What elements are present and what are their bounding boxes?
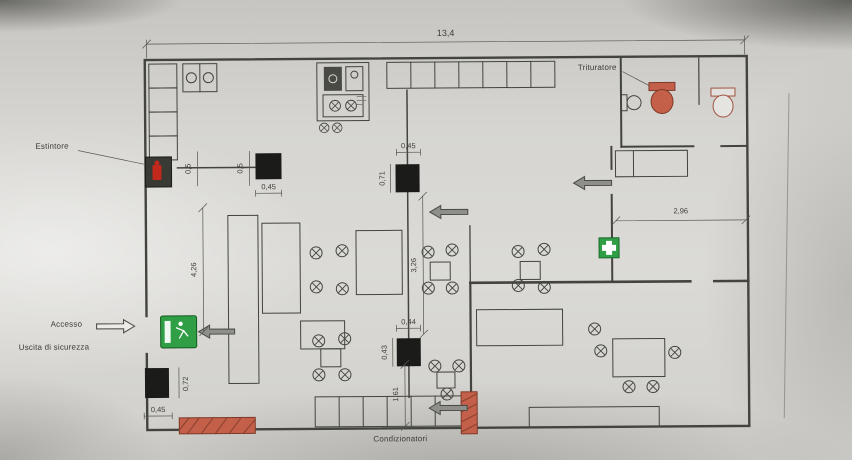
door-marker — [255, 153, 282, 180]
dim-326: 3,26 — [409, 258, 418, 273]
dim-045-top-left: 0,45 — [261, 182, 276, 191]
dimensions — [142, 35, 790, 431]
label-uscita-di-sicurezza: Uscita di sicurezza — [19, 342, 90, 351]
right-room-counter — [614, 149, 689, 178]
dim-161: 1,61 — [391, 387, 400, 402]
chair-icon — [646, 380, 660, 394]
burner-icon — [318, 122, 330, 134]
dim-072: 0,72 — [181, 376, 190, 391]
chair-icon — [537, 242, 551, 256]
furniture — [148, 60, 689, 428]
burner-icon — [345, 99, 357, 112]
chair-icon — [511, 244, 525, 259]
first-aid-icon — [598, 237, 620, 259]
cabinet — [148, 135, 178, 161]
door-marker — [144, 367, 170, 399]
door-markers — [144, 153, 421, 399]
chair-icon — [594, 344, 608, 358]
photo-edge-line — [783, 93, 790, 419]
chair-icon — [309, 246, 323, 260]
access-arrow-icon — [96, 318, 136, 334]
chair-icon — [338, 368, 352, 382]
toilet-icon — [648, 81, 676, 114]
wall-lower-vertical — [469, 281, 473, 393]
arrows — [96, 175, 613, 416]
chair-icon — [421, 281, 435, 295]
toilet-icon — [710, 87, 736, 118]
small-table — [429, 261, 451, 281]
bottom-shelf-row — [314, 395, 464, 428]
direction-arrow-icon — [572, 175, 613, 191]
dim-overall-width: 13,4 — [437, 28, 455, 38]
chair-icon — [445, 281, 459, 295]
burner-icon — [329, 99, 341, 112]
desk — [475, 308, 564, 347]
top-shelf-row — [386, 60, 556, 89]
small-table — [320, 348, 342, 368]
wall-center-upper — [406, 89, 409, 166]
dim-05-b: 0,5 — [235, 163, 244, 174]
air-conditioner-unit — [178, 416, 257, 435]
chair-icon — [421, 245, 435, 259]
wall-top-left — [176, 166, 257, 169]
wall-lower-horizontal-a — [468, 279, 692, 285]
bathroom-wall-bottom-a — [620, 145, 695, 148]
kitchen-block — [316, 62, 370, 134]
door-marker — [396, 338, 421, 367]
dim-426: 4,26 — [189, 262, 198, 277]
chair-icon — [312, 334, 326, 348]
chair-icon — [440, 387, 454, 401]
dim-045-center: 0,45 — [401, 141, 416, 150]
label-trituratore: Trituratore — [578, 63, 617, 72]
outer-wall — [143, 54, 751, 432]
chair-icon — [309, 280, 323, 294]
cabinet-bottom-right — [528, 406, 660, 428]
estintore-leader-line — [77, 150, 144, 165]
door-marker — [395, 164, 420, 193]
direction-arrow-icon — [197, 324, 236, 340]
emergency-exit-sign-icon — [160, 315, 198, 349]
trituratore-leader-line — [622, 71, 650, 87]
direction-arrow-icon — [428, 400, 468, 416]
small-table — [519, 260, 541, 280]
dim-071: 0,71 — [378, 171, 387, 186]
sink-unit — [182, 63, 218, 93]
direction-arrow-icon — [428, 204, 469, 220]
label-condizionatori: Condizionatori — [373, 434, 427, 443]
workbench-long — [227, 214, 260, 385]
label-estintore: Estintore — [35, 142, 69, 151]
chair-icon — [335, 244, 349, 258]
chair-icon — [452, 359, 466, 373]
air-conditioner-unit — [460, 391, 479, 435]
table-center — [355, 229, 403, 296]
dim-045-bottom-left: 0,45 — [151, 405, 166, 414]
burner-icon — [331, 122, 343, 133]
chair-icon — [428, 359, 442, 373]
chair-icon — [445, 243, 459, 257]
sink-icon — [620, 94, 642, 112]
chair-icon — [668, 345, 682, 359]
wall-center-mid — [406, 191, 410, 340]
fire-extinguisher-icon — [144, 156, 173, 188]
label-accesso: Accesso — [51, 320, 83, 329]
dim-296: 2,96 — [673, 206, 688, 215]
walls — [143, 54, 751, 432]
small-table — [436, 371, 456, 389]
chair-icon — [622, 380, 636, 394]
dim-044: 0,44 — [401, 317, 416, 326]
chair-icon — [335, 282, 349, 296]
chair-icon — [588, 322, 602, 336]
dim-05-a: 0,5 — [183, 164, 192, 175]
chair-icon — [312, 368, 326, 382]
table — [612, 337, 666, 378]
cabinet — [148, 111, 178, 137]
workbench — [261, 222, 302, 314]
cabinet — [148, 63, 178, 89]
cabinet — [148, 87, 178, 113]
dim-043: 0,43 — [380, 345, 389, 360]
